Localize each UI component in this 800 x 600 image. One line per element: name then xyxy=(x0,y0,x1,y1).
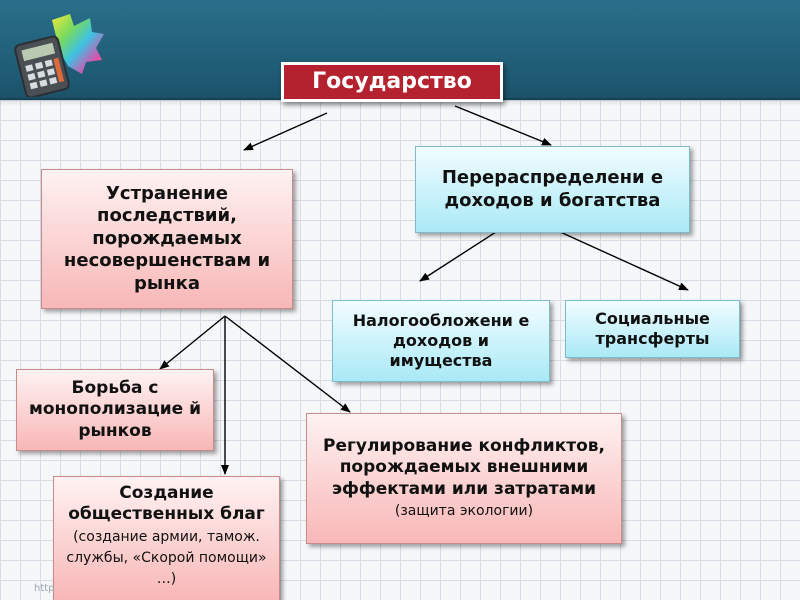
box-market-failure-elimination: Устранение последствий, порождаемых несо… xyxy=(41,169,293,309)
public-goods-content: Создание общественных благ (создание арм… xyxy=(62,483,271,589)
page-title: Государство xyxy=(281,62,503,102)
redistribution-text: Перераспределени е доходов и богатства xyxy=(441,167,664,211)
monopoly-text: Борьба с монополизацие й рынков xyxy=(28,378,201,441)
elimination-text: Устранение последствий, порождаемых несо… xyxy=(63,182,271,294)
regulation-text: Регулирование конфликтов, порождаемых вн… xyxy=(323,436,605,499)
regulation-content: Регулирование конфликтов, порождаемых вн… xyxy=(315,436,613,521)
social-transfers-text: Социальные трансферты xyxy=(595,309,710,348)
calculator-logo-icon xyxy=(14,14,104,97)
box-externality-regulation: Регулирование конфликтов, порождаемых вн… xyxy=(306,413,622,544)
arrow-to-regulation xyxy=(224,315,351,413)
taxation-text: Налогообложени е доходов и имущества xyxy=(352,311,530,370)
box-taxation: Налогообложени е доходов и имущества xyxy=(332,300,550,382)
box-anti-monopoly: Борьба с монополизацие й рынков xyxy=(16,369,214,451)
arrow-to-elimination xyxy=(243,112,328,151)
regulation-note: (защита экологии) xyxy=(394,502,534,519)
title-text: Государство xyxy=(312,69,472,95)
public-goods-text: Создание общественных благ xyxy=(68,483,265,525)
public-goods-note: (создание армии, тамож. службы, «Скорой … xyxy=(66,528,267,588)
box-income-redistribution: Перераспределени е доходов и богатства xyxy=(415,146,690,233)
arrow-to-redistribution xyxy=(454,105,552,146)
arrow-to-monopoly xyxy=(159,315,226,370)
watermark-text: http xyxy=(34,583,55,594)
box-public-goods: Создание общественных благ (создание арм… xyxy=(53,476,280,600)
box-social-transfers: Социальные трансферты xyxy=(565,300,740,358)
